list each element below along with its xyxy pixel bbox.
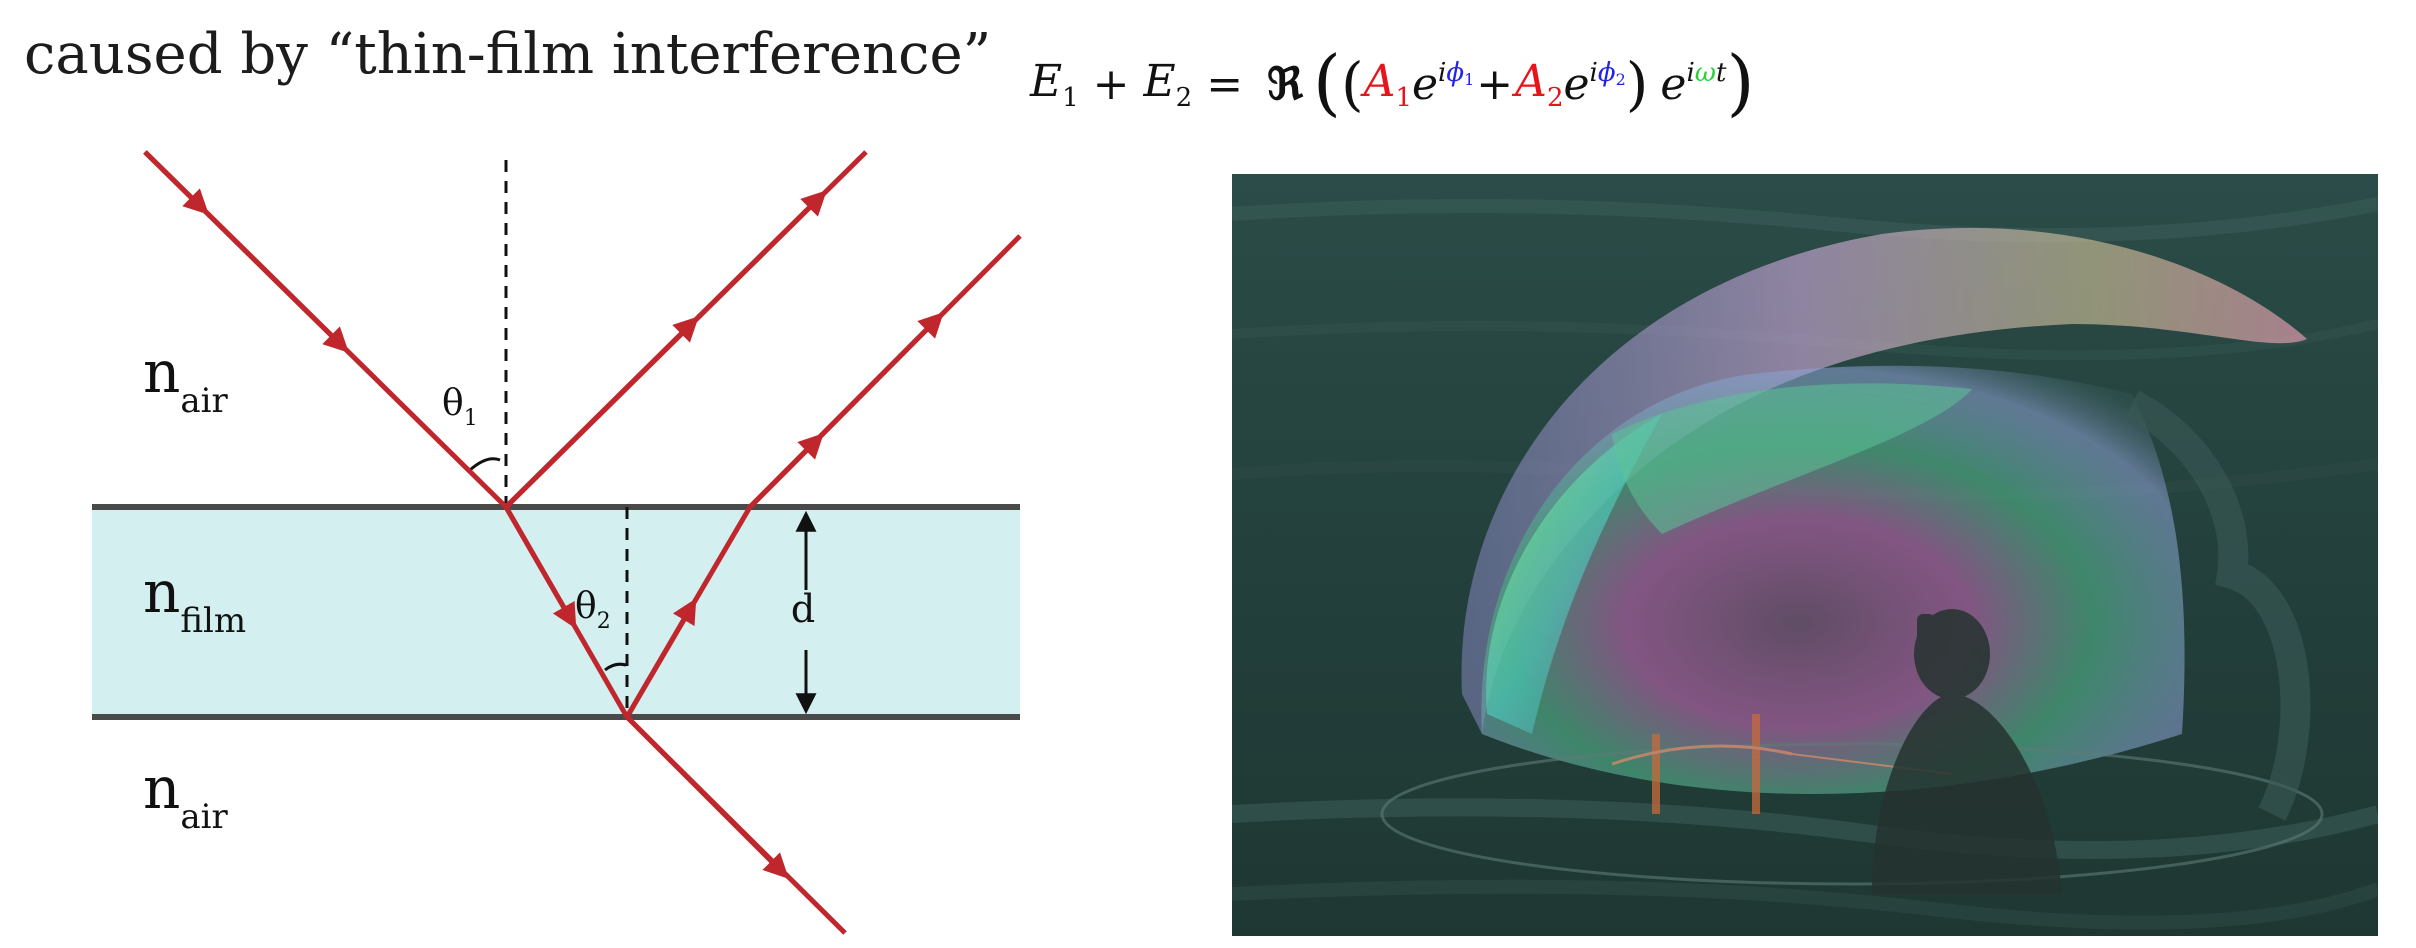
eq-outer-close-paren: ) [1726,40,1755,124]
eq-e2: E2 [1143,55,1193,113]
eq-exp-omega: eiωt [1660,58,1727,110]
eq-a2: A2 [1515,55,1564,113]
eq-plus-inner: + [1476,58,1514,110]
interference-equation: E1 + E2 = ℜ ( ( A1 eiϕ1 + A2 eiϕ2 ) eiωt… [1030,34,1755,134]
transmitted-ray [625,715,847,935]
eq-exp-phi2: eiϕ2 [1563,58,1626,110]
label-n-film: nfilm [143,558,246,641]
thin-film-diagram: d nair nfilm nair θ1 θ2 [92,150,1022,935]
soap-bubble-photo [1232,174,2378,936]
eq-inner-open-paren: ( [1341,50,1364,118]
eq-real-part: ℜ [1267,58,1303,110]
label-theta1: θ1 [442,383,478,431]
angle-arc-theta2 [604,662,627,672]
reflected-ray-1 [504,150,868,509]
label-theta2: θ2 [575,586,611,634]
eq-a1: A1 [1363,55,1412,113]
eq-exp-phi1: eiϕ1 [1411,58,1475,110]
eq-plus: + [1092,58,1130,110]
angle-arc-theta1 [469,457,501,472]
eq-inner-close-paren: ) [1625,50,1649,118]
slide-title: caused by “thin-film interference” [24,22,992,87]
eq-equals: = [1206,58,1244,110]
thickness-label: d [791,587,815,631]
eq-outer-open-paren: ( [1312,40,1342,124]
label-n-air-bottom: nair [143,754,229,837]
reflected-ray-2 [748,234,1022,509]
refracted-ray [503,505,630,719]
internal-reflected-ray [624,505,753,719]
eq-e1: E1 [1030,55,1079,113]
label-n-air-top: nair [143,338,229,421]
incident-ray [143,150,508,509]
